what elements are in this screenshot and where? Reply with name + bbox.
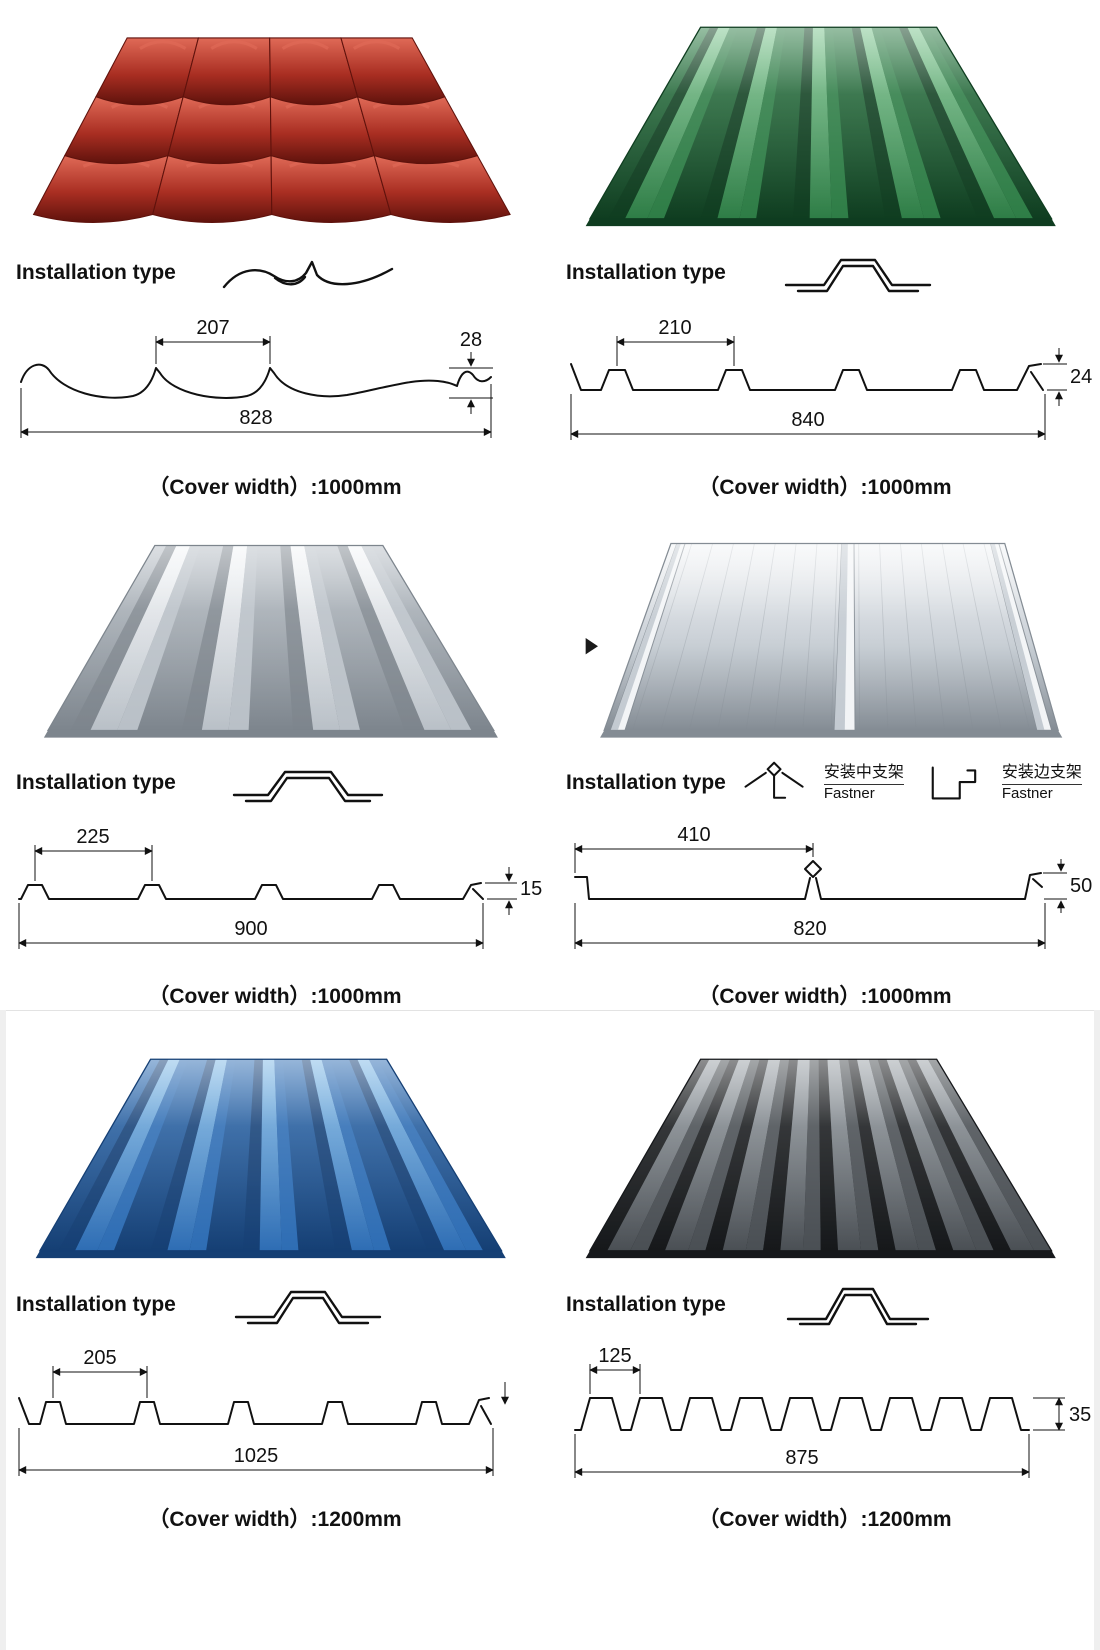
dimension-drawing-black: 125 35 875 bbox=[555, 1338, 1095, 1493]
trapezoid-profile-icon bbox=[232, 770, 384, 803]
tile-overlap-profile-icon bbox=[222, 260, 394, 289]
installation-type-row: Installation type bbox=[0, 755, 550, 811]
installation-type-label: Installation type bbox=[16, 261, 176, 284]
pitch-dimension: 225 bbox=[76, 826, 109, 848]
cover-width-label: （Cover width）:1000mm bbox=[148, 476, 402, 499]
height-dimension: 50 bbox=[1070, 875, 1092, 897]
trapezoid-profile-icon bbox=[786, 1287, 930, 1326]
dimension-drawing-blue: 205 1025 bbox=[5, 1338, 545, 1493]
dimension-drawing-silver: 225 15 900 bbox=[5, 815, 545, 970]
installation-type-row: Installation type bbox=[550, 1276, 1100, 1334]
center-fastener-labels: 安装中支架 Fastner bbox=[823, 763, 904, 804]
panel-step-tile-red: Installation type 207 28 828 bbox=[0, 0, 550, 505]
center-fastener-label-en: Fastner bbox=[823, 784, 875, 802]
edge-fastener-icon bbox=[931, 766, 977, 800]
trapezoid-profile-icon bbox=[784, 258, 932, 293]
overall-dimension: 840 bbox=[791, 409, 824, 431]
roof-sheet-render-red-tile bbox=[32, 37, 511, 223]
height-dimension: 24 bbox=[1070, 366, 1092, 388]
roof-sheet-render-black bbox=[585, 1058, 1056, 1259]
installation-type-label: Installation type bbox=[566, 261, 726, 284]
dimension-drawing-green: 210 24 840 bbox=[555, 306, 1095, 461]
pitch-dimension: 210 bbox=[658, 317, 691, 339]
cover-width-label: （Cover width）:1200mm bbox=[698, 1508, 952, 1531]
cover-width-label: （Cover width）:1200mm bbox=[148, 1508, 402, 1531]
panel-corrugated-black: Installation type 125 35 875 bbox=[550, 1010, 1100, 1650]
cover-width-label: （Cover width）:1000mm bbox=[698, 985, 952, 1008]
pitch-dimension: 205 bbox=[83, 1347, 116, 1369]
roof-sheet-render-silver bbox=[43, 544, 498, 738]
height-dimension: 28 bbox=[460, 329, 482, 351]
height-dimension: 35 bbox=[1069, 1404, 1091, 1426]
roof-sheet-render-seam bbox=[585, 542, 1063, 738]
overall-dimension: 1025 bbox=[234, 1445, 279, 1467]
center-fastener-label-cn: 安装中支架 bbox=[823, 763, 904, 785]
page-edge-left bbox=[0, 1010, 6, 1650]
cover-width-label: （Cover width）:1000mm bbox=[698, 476, 952, 499]
page-edge-right bbox=[1094, 1010, 1100, 1650]
edge-fastener-label-en: Fastner bbox=[1001, 784, 1053, 802]
installation-type-label: Installation type bbox=[566, 1293, 726, 1316]
overall-dimension: 875 bbox=[785, 1447, 818, 1469]
dimension-drawing-seam: 410 50 820 bbox=[555, 815, 1095, 970]
panel-trapezoid-blue: Installation type 205 1025 （Cover widt bbox=[0, 1010, 550, 1650]
dimension-drawing-tile: 207 28 828 bbox=[5, 306, 545, 461]
installation-type-label: Installation type bbox=[16, 1293, 176, 1316]
panel-trapezoid-silver: Installation type 225 15 bbox=[0, 505, 550, 1010]
overall-dimension: 820 bbox=[793, 918, 826, 940]
center-fastener-icon bbox=[744, 761, 804, 799]
installation-type-label: Installation type bbox=[566, 770, 726, 794]
height-dimension: 15 bbox=[520, 878, 542, 900]
installation-type-row: Installation type bbox=[0, 1276, 550, 1334]
installation-type-row: Installation type bbox=[550, 244, 1100, 302]
trapezoid-profile-icon bbox=[234, 1290, 382, 1325]
pitch-dimension: 207 bbox=[196, 317, 229, 339]
installation-type-label: Installation type bbox=[16, 770, 176, 794]
panel-trapezoid-green: Installation type 210 24 bbox=[550, 0, 1100, 505]
cover-width-label: （Cover width）:1000mm bbox=[148, 985, 402, 1008]
overall-dimension: 900 bbox=[234, 918, 267, 940]
pitch-dimension: 410 bbox=[677, 824, 710, 846]
installation-type-row: Installation type bbox=[0, 244, 550, 302]
roof-sheet-render-green bbox=[585, 26, 1056, 227]
edge-fastener-labels: 安装边支架 Fastner bbox=[1001, 763, 1082, 804]
pitch-dimension: 125 bbox=[598, 1345, 631, 1367]
overall-dimension: 828 bbox=[239, 407, 272, 429]
installation-type-row: Installation type 安装中支架 Fastner 安装边支架 Fa… bbox=[550, 755, 1100, 811]
section-divider bbox=[0, 1010, 1100, 1011]
panel-standing-seam-silver: Installation type 安装中支架 Fastner 安装边支架 Fa… bbox=[550, 505, 1100, 1010]
roof-sheet-render-blue bbox=[35, 1058, 506, 1259]
edge-fastener-label-cn: 安装边支架 bbox=[1001, 763, 1082, 785]
